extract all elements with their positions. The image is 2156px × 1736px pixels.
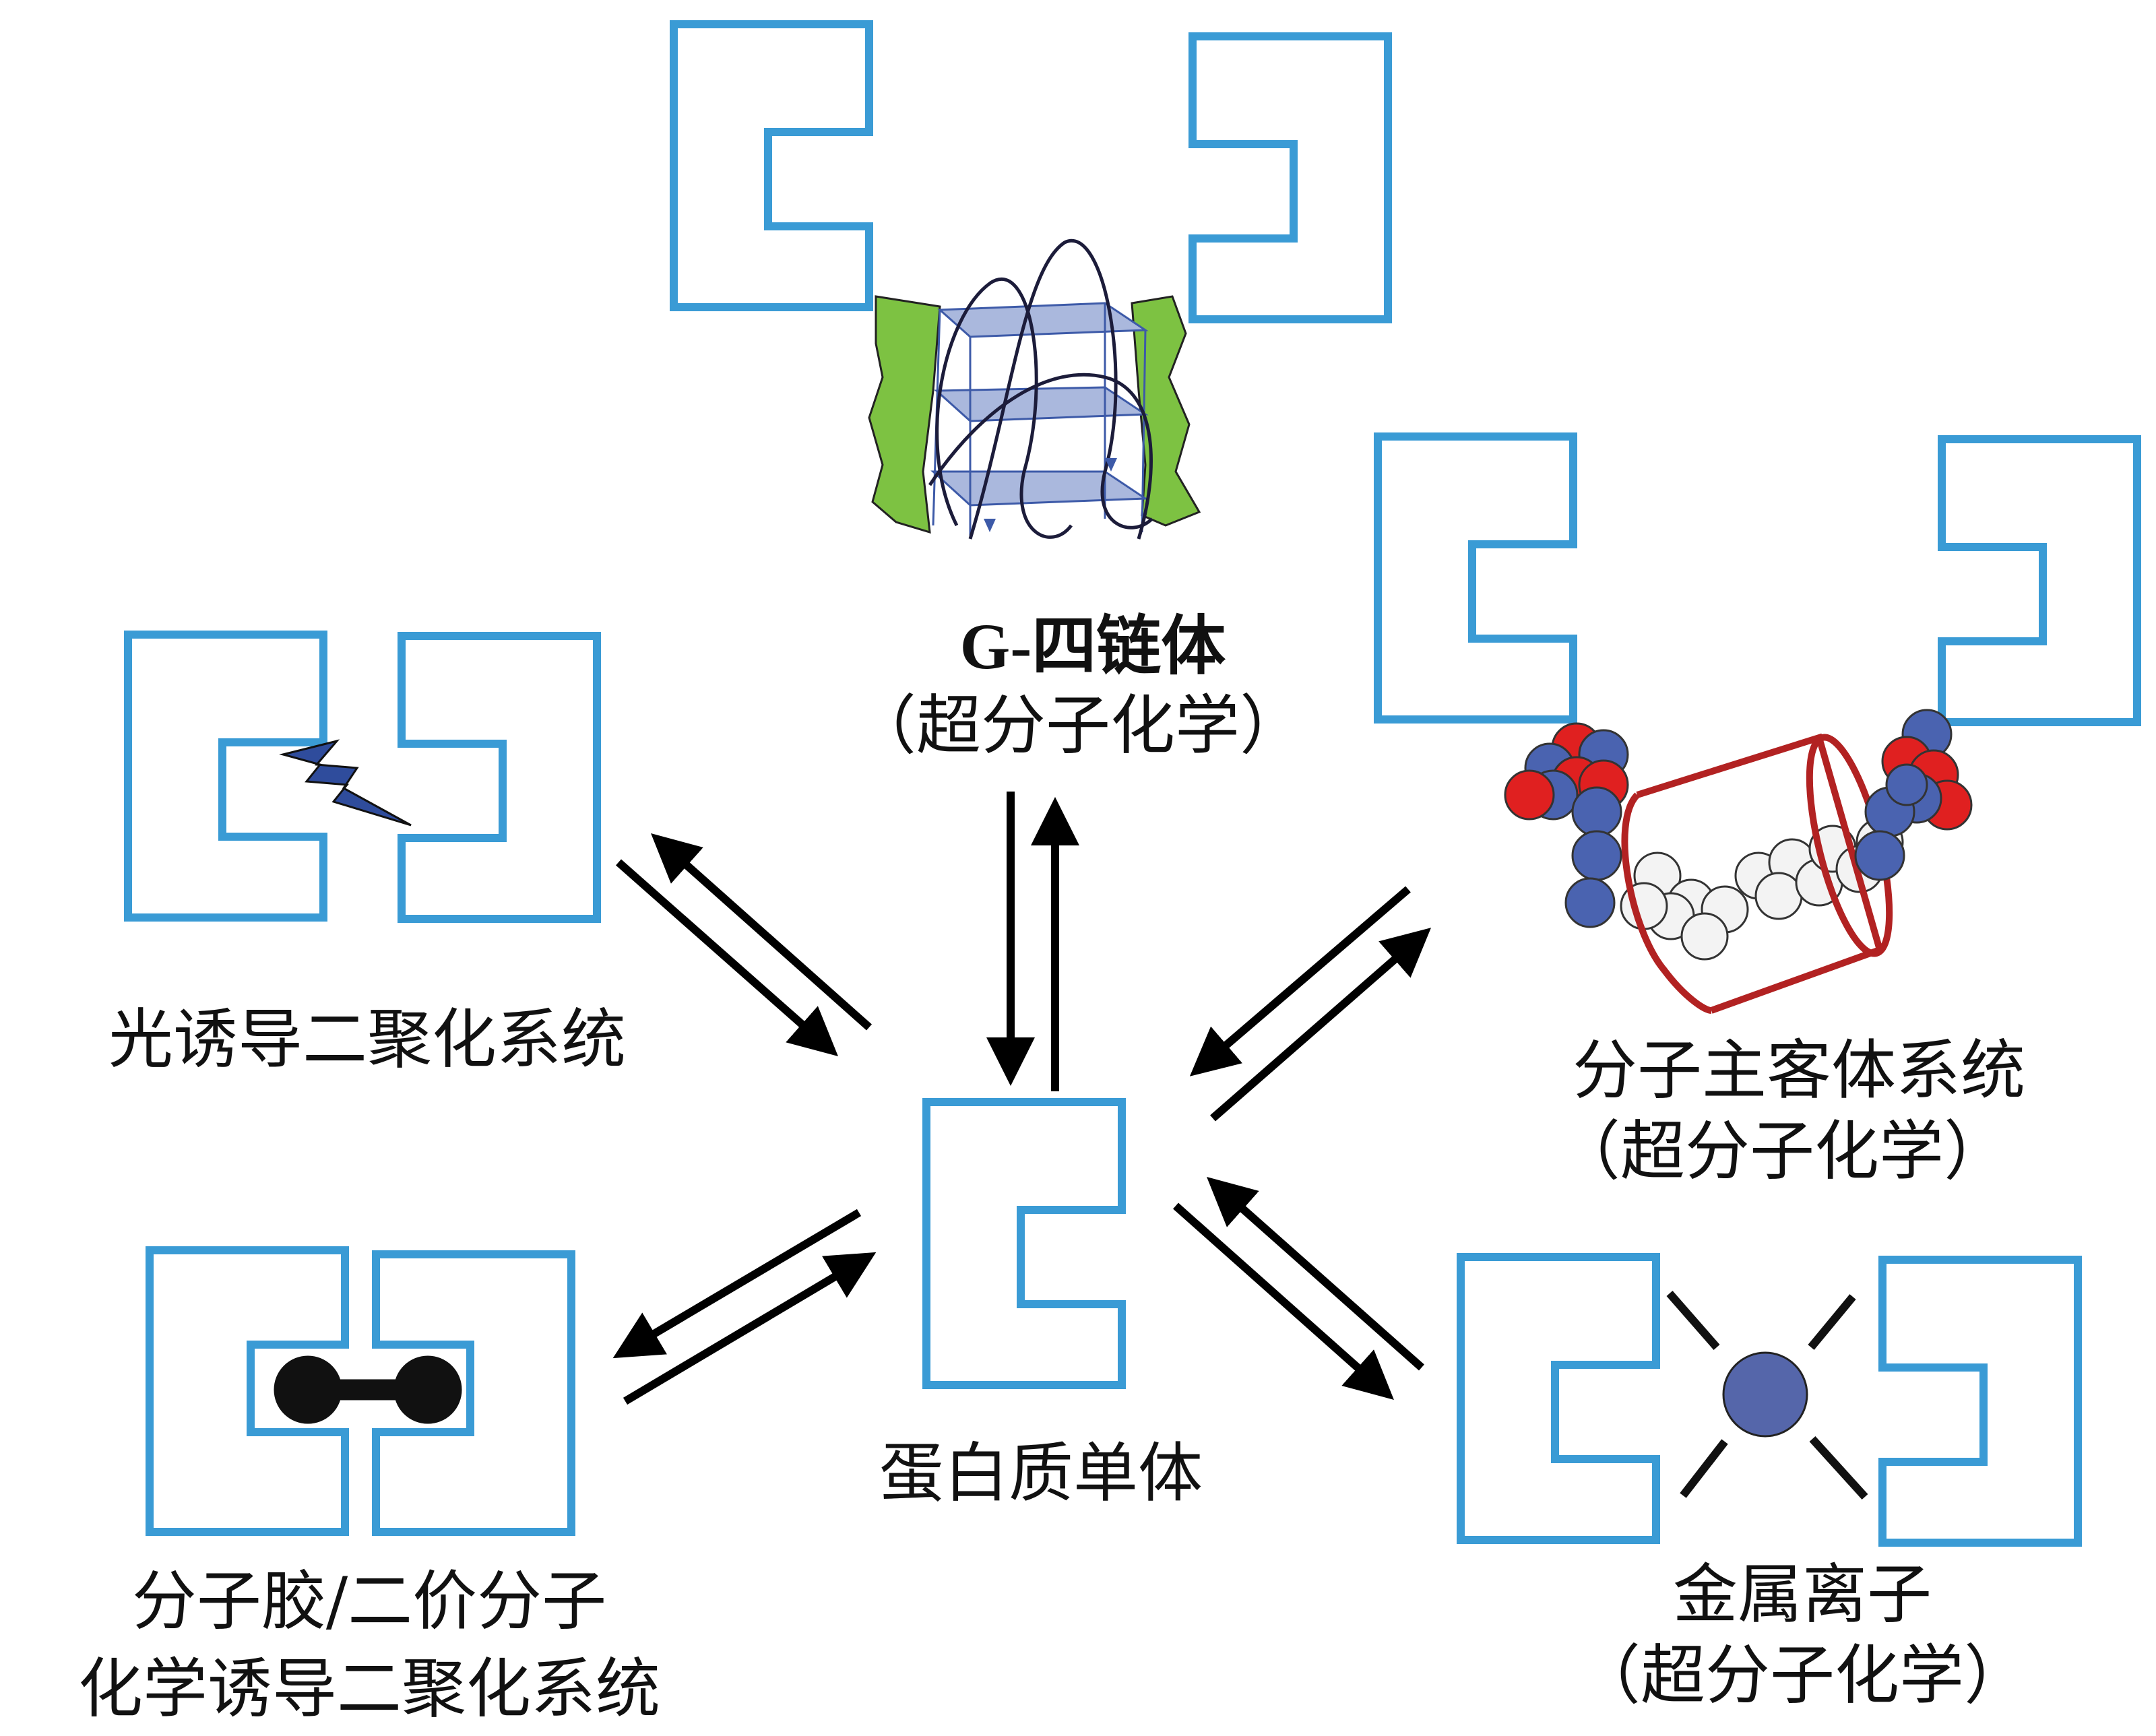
protein-monomer-left xyxy=(128,635,323,918)
protein-monomer-right xyxy=(372,1250,575,1536)
protein-monomer-right xyxy=(1942,439,2137,722)
protein-monomer-left xyxy=(1461,1257,1656,1540)
g-quadruplex-icon xyxy=(868,238,1201,540)
arrow-br-back xyxy=(1207,1177,1424,1371)
g-quadruplex-green-left xyxy=(868,295,941,534)
equilibrium-arrows xyxy=(612,792,1432,1405)
left-end-atoms xyxy=(1504,722,1629,928)
metal-ion-bonds xyxy=(1666,1291,1868,1500)
photo-dimerization-group: 光诱导二聚化系统 xyxy=(108,635,626,1077)
arrow-bl-forward xyxy=(612,1209,862,1359)
strand-arrowheads xyxy=(984,458,1117,532)
protein-monomer-right xyxy=(402,636,597,919)
protein-monomer-right xyxy=(1193,36,1388,319)
g-quadruplex-label: G-四链体 xyxy=(960,610,1226,682)
molecular-glue-label-line1: 分子胶/二价分子 xyxy=(132,1564,606,1639)
host-guest-icon xyxy=(1504,709,1973,1014)
host-guest-group: 分子主客体系统 （超分子化学） xyxy=(1378,437,2137,1189)
protein-monomer-center xyxy=(926,1102,1122,1385)
protein-monomer-label: 蛋白质单体 xyxy=(879,1436,1203,1511)
g-quadruplex-group: G-四链体 （超分子化学） xyxy=(674,24,1388,763)
protein-monomer-center-group: 蛋白质单体 xyxy=(879,1102,1203,1511)
molecular-glue-label-line2: 化学诱导二聚化系统 xyxy=(78,1651,660,1727)
right-end-atoms xyxy=(1854,709,1973,881)
arrow-bl-back xyxy=(623,1252,877,1405)
g-quadruplex-sublabel: （超分子化学） xyxy=(852,688,1304,763)
photo-dimerization-label: 光诱导二聚化系统 xyxy=(108,1002,626,1077)
metal-ion-group: 金属离子 （超分子化学） xyxy=(1461,1257,2078,1713)
metal-ion-sublabel: （超分子化学） xyxy=(1576,1638,2029,1713)
host-guest-sublabel: （超分子化学） xyxy=(1556,1114,2008,1189)
host-guest-label: 分子主客体系统 xyxy=(1573,1033,2025,1108)
dna-strand-loops xyxy=(928,238,1153,540)
metal-ion-icon xyxy=(1722,1351,1808,1438)
arrow-tl-back xyxy=(651,833,872,1031)
protein-monomer-left xyxy=(1378,437,1573,719)
protein-monomer-right xyxy=(1882,1260,2078,1543)
molecular-glue-group: 分子胶/二价分子 化学诱导二聚化系统 xyxy=(78,1246,660,1727)
arrow-tl-forward xyxy=(616,859,838,1056)
lightning-icon xyxy=(279,739,412,827)
bivalent-molecule-icon xyxy=(274,1355,462,1424)
arrow-tr-forward xyxy=(1189,886,1411,1076)
protein-monomer-left xyxy=(674,24,869,307)
metal-ion-label: 金属离子 xyxy=(1673,1557,1932,1632)
arrow-br-forward xyxy=(1173,1202,1394,1400)
protein-monomer-left xyxy=(146,1246,349,1536)
arrow-tr-back xyxy=(1210,928,1432,1122)
